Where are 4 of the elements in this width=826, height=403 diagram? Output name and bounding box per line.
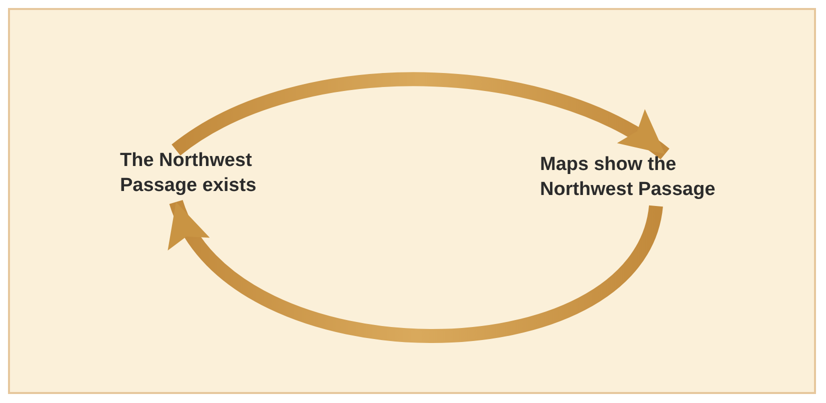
curved-arrow <box>170 198 663 343</box>
node-text: Maps show the Northwest Passage <box>540 153 716 202</box>
node-text: The Northwest Passage exists <box>120 149 258 198</box>
curved-arrow <box>172 72 669 160</box>
